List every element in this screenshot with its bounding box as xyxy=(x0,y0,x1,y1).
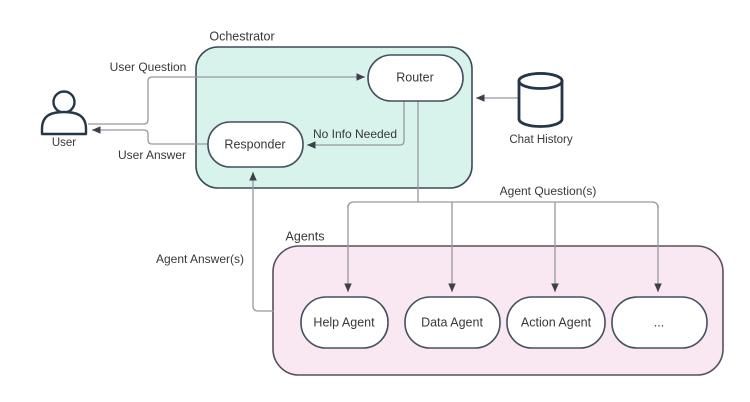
responder-label: Responder xyxy=(224,137,286,152)
action-agent-label: Action Agent xyxy=(520,315,592,330)
agents-branch-bar xyxy=(347,201,659,209)
action-agent-node xyxy=(506,296,606,349)
agent-answers-label: Agent Answer(s) xyxy=(155,251,245,266)
agent-questions-label: Agent Question(s) xyxy=(499,183,597,198)
dots-agent-label: ... xyxy=(653,315,665,330)
user-answer-arrow xyxy=(92,126,208,145)
dots-agent-node xyxy=(611,296,708,349)
router-label: Router xyxy=(396,70,434,85)
chat-history-label: Chat History xyxy=(509,134,573,147)
data-agent-node xyxy=(404,296,501,349)
help-agent-label: Help Agent xyxy=(313,315,375,330)
router-node xyxy=(367,54,464,102)
user-question-arrow xyxy=(88,73,365,125)
user-question-label: User Question xyxy=(109,59,187,74)
user-icon xyxy=(40,90,88,136)
no-info-needed-label: No Info Needed xyxy=(312,126,398,141)
agents-label: Agents xyxy=(285,229,325,244)
responder-node xyxy=(207,121,304,168)
no-info-needed-arrow xyxy=(307,101,405,149)
orchestrator-label: Ochestrator xyxy=(209,29,275,44)
database-icon xyxy=(517,72,564,128)
agent-answers-arrow xyxy=(249,172,274,312)
help-agent-node xyxy=(300,296,389,349)
user-answer-label: User Answer xyxy=(117,147,187,162)
user-label: User xyxy=(51,137,77,150)
data-agent-label: Data Agent xyxy=(421,315,483,330)
